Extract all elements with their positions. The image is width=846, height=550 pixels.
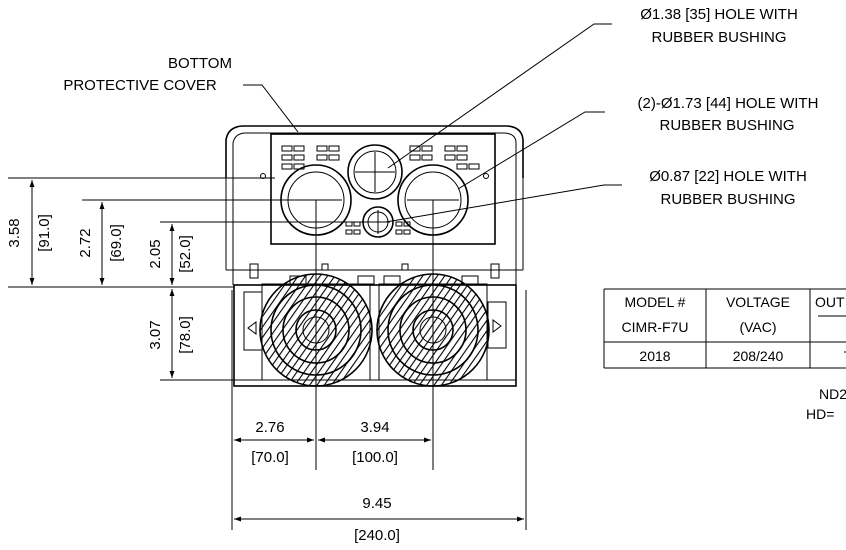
right-mount-tab [487,301,507,349]
clip-6 [401,263,409,271]
callout-hole-22: Ø0.87 [22] HOLE WITH RUBBER BUSHING [385,168,807,223]
table-header-voltage-2: (VAC) [739,319,776,335]
left-tab-marker [247,321,257,335]
callout-cover-line2: PROTECTIVE COVER [63,77,217,94]
dim-394: 3.94 [100.0] [318,419,431,466]
dim-272: 2.72 [69.0] [77,202,125,285]
dim-2400-mm: [240.0] [354,527,400,544]
clip-2 [357,275,375,285]
table-header-output: OUT [815,294,845,310]
leader-hole35 [387,23,612,169]
table-cell-voltage: 208/240 [733,348,784,364]
dim-205: 2.05 [52.0] [147,224,194,285]
leader-cover [243,84,299,133]
clip-8 [490,263,500,279]
table-header-model-2: CIMR-F7U [622,319,689,335]
dim-700-mm: [70.0] [251,449,289,466]
table-cell-model: 2018 [639,348,670,364]
left-mount-tab [243,291,263,351]
callout-hole44-line1: (2)-Ø1.73 [44] HOLE WITH [638,95,819,112]
callout-hole-44: (2)-Ø1.73 [44] HOLE WITH RUBBER BUSHING [457,95,819,190]
screw-right [483,173,489,179]
callout-hole-35: Ø1.38 [35] HOLE WITH RUBBER BUSHING [387,6,798,169]
callout-hole22-line2: RUBBER BUSHING [660,191,795,208]
callout-hole44-line2: RUBBER BUSHING [659,117,794,134]
dim-358: 3.58 [91.0] [6,180,53,285]
table-header-voltage-1: VOLTAGE [726,294,790,310]
callout-hole35-line1: Ø1.38 [35] HOLE WITH [640,6,798,23]
dim-276: 2.76 [70.0] [234,419,314,466]
dim-394-in: 3.94 [360,419,389,436]
table-header-model-1: MODEL # [625,294,686,310]
leader-hole22 [385,184,622,223]
terminal-block-right [409,145,480,170]
dim-205-in: 2.05 [147,239,164,268]
dim-910-mm: [91.0] [36,214,53,252]
callout-bottom-cover: BOTTOM PROTECTIVE COVER [63,55,299,133]
dim-358-in: 3.58 [6,218,23,247]
dim-307: 3.07 [78.0] [147,289,194,378]
note-nd: ND2 [819,386,846,402]
dim-307-in: 3.07 [147,320,164,349]
clip-3 [383,275,401,285]
callout-hole35-line2: RUBBER BUSHING [651,29,786,46]
note-hd: HD= [806,406,834,422]
right-tab-marker [492,319,502,333]
housing-top [225,125,524,178]
dim-272-in: 2.72 [77,228,94,257]
callout-cover-line1: BOTTOM [168,55,232,72]
callout-hole22-line1: Ø0.87 [22] HOLE WITH [649,168,807,185]
spec-table: MODEL # CIMR-F7U VOLTAGE (VAC) OUT 2018 … [603,288,846,369]
fan-section [233,284,517,387]
dim-1000-mm: [100.0] [352,449,398,466]
cover-plate-outline [270,133,496,245]
dim-945-in: 9.45 [362,495,391,512]
hole-35-center [347,144,403,200]
dim-520-mm: [52.0] [177,235,194,273]
extension-lines [8,177,527,470]
housing-top-inner [232,132,517,178]
dim-945: 9.45 [240.0] [231,442,527,544]
clip-5 [321,263,329,271]
clip-7 [249,263,259,279]
table-notes: ND2 HD= [806,386,846,422]
dim-276-in: 2.76 [255,419,284,436]
leader-hole44 [457,111,605,190]
dim-690-mm: [69.0] [108,224,125,262]
dim-780-mm: [78.0] [177,316,194,354]
